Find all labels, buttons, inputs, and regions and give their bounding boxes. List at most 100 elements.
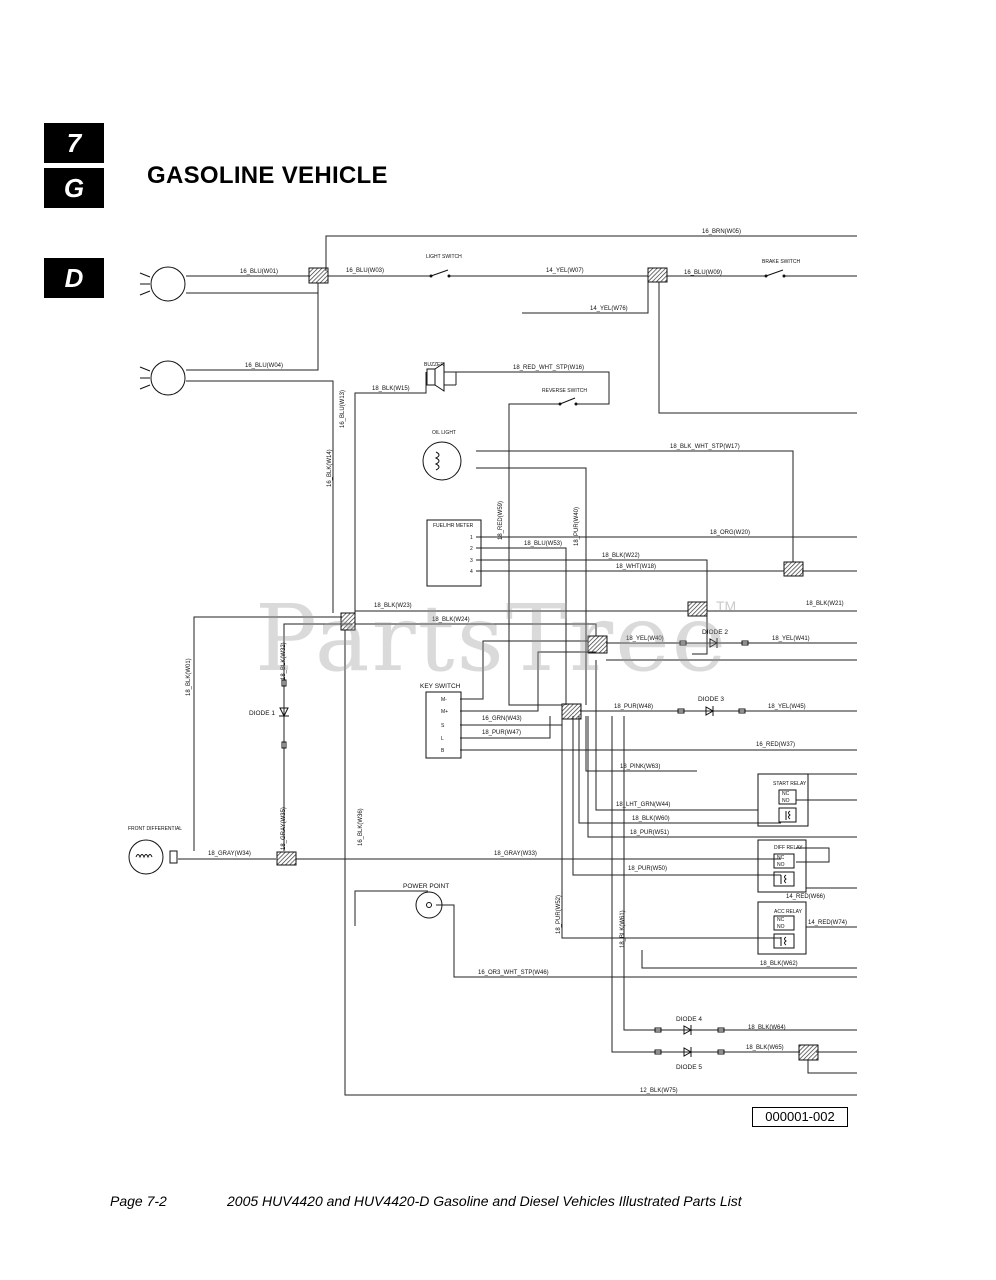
wire-label: 18_BLK(W60): [632, 816, 670, 822]
wire-label: 16_BLU(W01): [240, 269, 278, 275]
front-differential-icon: [128, 839, 178, 875]
power-point-icon: [415, 891, 443, 919]
diode-1-label: DIODE 1: [249, 710, 275, 717]
wire-label: 18_BLK(W23): [374, 603, 412, 609]
wire-label: 18_GRAY(W35): [281, 807, 287, 850]
wire-label: 18_BLK(W64): [748, 1025, 786, 1031]
connector-block: [340, 612, 356, 631]
connector-blocks: [276, 267, 819, 1061]
wire-label: 18_BLK(W21): [806, 601, 844, 607]
relay-nc-label: NC: [782, 791, 790, 797]
start-relay-label: START RELAY: [773, 781, 807, 787]
wire-labels: 16_BRN(W05) 16_BLU(W01) 16_BLU(W03) 14_Y…: [186, 229, 847, 1094]
key-switch: KEY SWITCH M- M+ S L B: [420, 683, 462, 759]
section-tab-d: D: [44, 258, 104, 298]
diode-3-icon: [705, 706, 715, 716]
connector-block: [798, 1044, 819, 1061]
relay-no-label: NO: [777, 924, 785, 930]
watermark-trademark: TM: [716, 598, 737, 614]
connector-block: [647, 267, 668, 283]
wire-label: 18_BLK(W24): [432, 617, 470, 623]
wire-label: 18_BLK(W61): [620, 910, 626, 948]
wire-label: 16_BRN(W05): [702, 229, 741, 235]
wire-label: 18_PUR(W52): [556, 895, 562, 934]
fuel-hr-meter-label: FUEL/HR METER: [433, 523, 474, 529]
wire-label: 18_BLK(W62): [760, 961, 798, 967]
relay-no-label: NO: [782, 798, 790, 804]
oil-light-icon: [422, 441, 462, 481]
wire-label: 18_PUR(W47): [482, 730, 521, 736]
wire-label: 18_GRAY(W33): [494, 851, 537, 857]
footer-document-title: 2005 HUV4420 and HUV4420-D Gasoline and …: [227, 1193, 742, 1209]
wire-label: 16_GRN(W43): [482, 716, 522, 722]
wire-label: 18_YEL(W45): [768, 704, 806, 710]
wire-label: 14_RED(W66): [786, 894, 825, 900]
relay-nc-label: NC: [777, 917, 785, 923]
wire-label: 18_PUR(W50): [628, 866, 667, 872]
connector-block: [276, 851, 297, 866]
buzzer-icon: [426, 362, 445, 392]
meter-pin: 2: [470, 546, 473, 552]
wire-label: 18_BLK(W22): [602, 553, 640, 559]
wire-label: 18_PUR(W40): [574, 507, 580, 546]
wire-label: 18_BLK_WHT_STP(W17): [670, 444, 740, 450]
wires: [178, 235, 857, 1096]
wire-label: 16_RED(W37): [756, 742, 795, 748]
wire-label: 18_PUR(W51): [630, 830, 669, 836]
key-pin: M+: [441, 709, 448, 715]
wire-label: 14_YEL(W76): [590, 306, 628, 312]
page-title: GASOLINE VEHICLE: [147, 162, 388, 189]
wire-label: 18_GRAY(W34): [208, 851, 251, 857]
wire-label: 18_BLK(W15): [372, 386, 410, 392]
connector-block: [561, 703, 582, 720]
key-pin: S: [441, 723, 445, 729]
wire-label: 16_BLU(W04): [245, 363, 283, 369]
footer-page-number: Page 7-2: [110, 1193, 167, 1209]
fuel-hr-meter: FUEL/HR METER 1 2 3 4: [426, 519, 482, 587]
watermark: PartsTree: [255, 585, 729, 692]
wire-label: 16_BLU(W13): [340, 390, 346, 428]
wire-label: 18_BLK(W01): [186, 658, 192, 696]
diode-5-icon: [683, 1047, 693, 1057]
meter-pin: 1: [470, 535, 473, 541]
diode-4-label: DIODE 4: [676, 1016, 702, 1023]
wire-label: 18_PINK(W63): [620, 764, 660, 770]
meter-pin: 3: [470, 558, 473, 564]
diode-4-icon: [683, 1025, 693, 1035]
reverse-switch-label: REVERSE SWITCH: [542, 388, 587, 394]
diagram-id-box: 000001-002: [752, 1107, 848, 1127]
wire-label: 18_RED_WHT_STP(W16): [513, 365, 584, 371]
wire-label: 16_OR3_WHT_STP(W46): [478, 970, 549, 976]
acc-relay: ACC RELAY NC NO: [757, 901, 807, 955]
light-switch-label: LIGHT SWITCH: [426, 254, 462, 260]
brake-switch-icon: [764, 269, 786, 278]
wire-label: 18_PUR(W48): [614, 704, 653, 710]
relay-no-label: NO: [777, 862, 785, 868]
wire-label: 18_BLK(W65): [746, 1045, 784, 1051]
wire-label: 18_YEL(W40): [626, 636, 664, 642]
connector-block: [783, 561, 804, 577]
diode-2-icon: [709, 638, 719, 648]
connector-block: [308, 267, 329, 284]
acc-relay-label: ACC RELAY: [774, 909, 803, 915]
start-relay: START RELAY NC NO: [757, 773, 809, 827]
oil-light-label: OIL LIGHT: [432, 430, 456, 436]
wire-label: 16_BLU(W03): [346, 268, 384, 274]
diode-2-label: DIODE 2: [702, 629, 728, 636]
connector-block: [587, 635, 608, 654]
inline-connectors: [281, 640, 749, 1055]
brake-switch-label: BRAKE SWITCH: [762, 259, 800, 265]
wire-label: 14_YEL(W07): [546, 268, 584, 274]
section-tab-7: 7: [44, 123, 104, 163]
wire-label: 18_YEL(W41): [772, 636, 810, 642]
wire-label: 18_RED(W59): [498, 501, 504, 540]
key-pin: M-: [441, 697, 447, 703]
wire-label: 16_BLK(W36): [358, 808, 364, 846]
meter-pin: 4: [470, 569, 473, 575]
key-pin: L: [441, 736, 444, 742]
section-tab-g: G: [44, 168, 104, 208]
relay-nc-label: NC: [777, 855, 785, 861]
wire-label: 16_BLU(W09): [684, 270, 722, 276]
headlight-upper-icon: [139, 266, 186, 302]
